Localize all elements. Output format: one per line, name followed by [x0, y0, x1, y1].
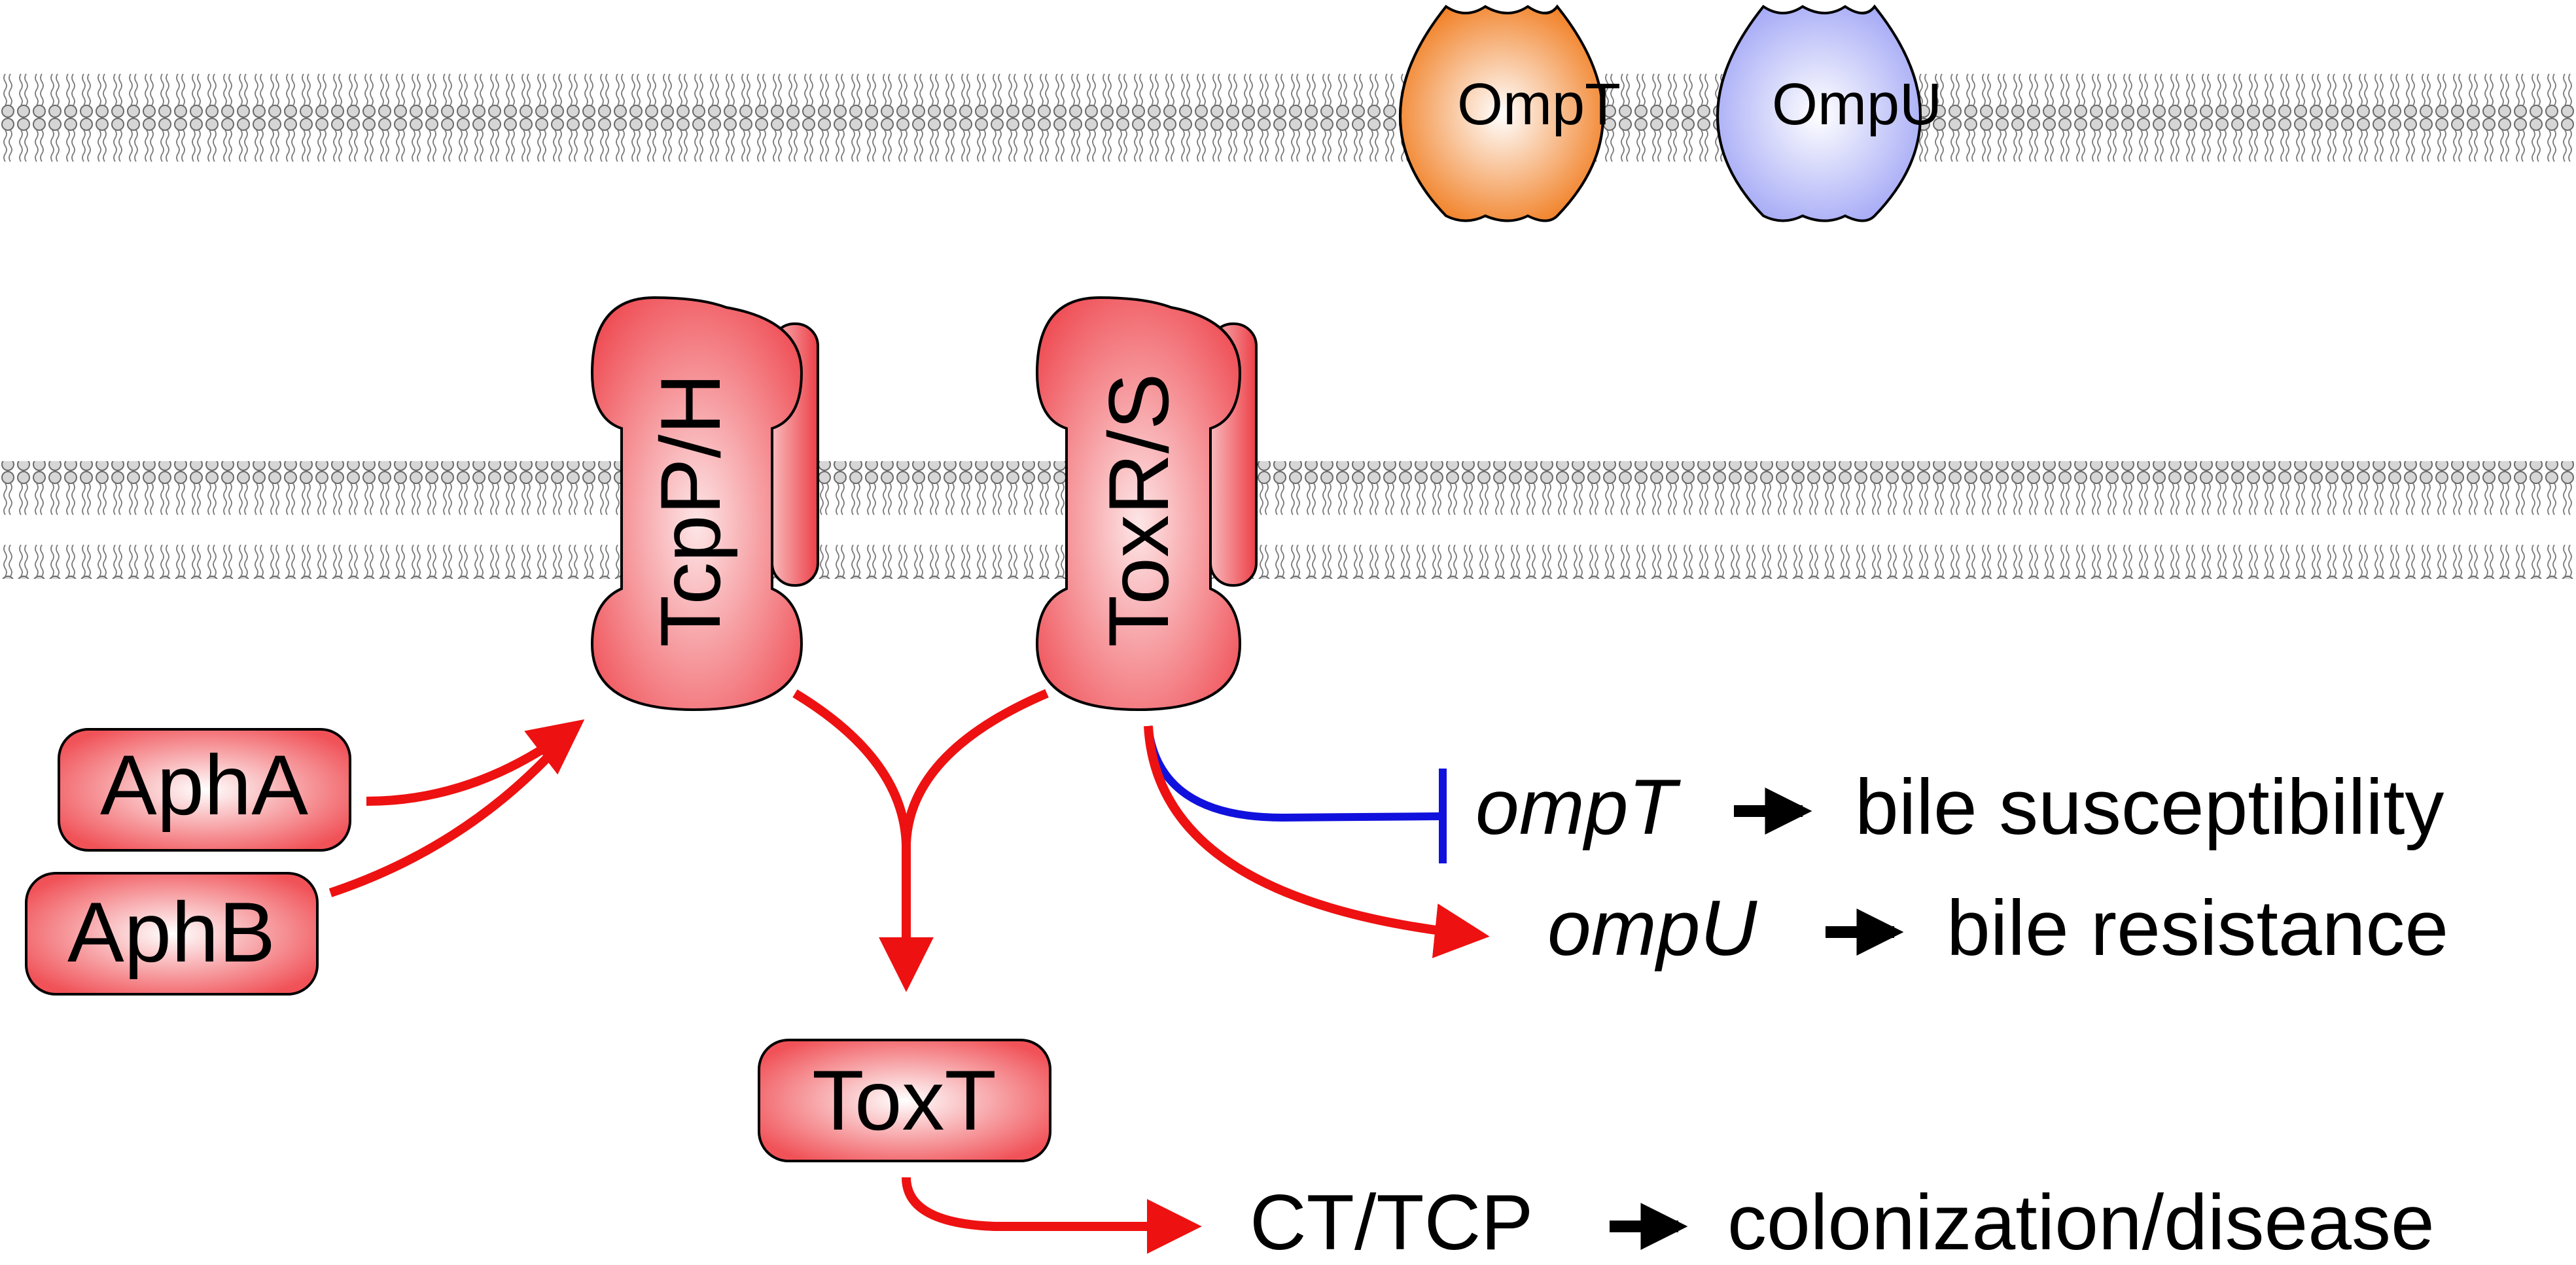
toxrs-complex: ToxR/S: [1035, 296, 1258, 712]
ompu-gene-label: ompU: [1547, 884, 1757, 972]
toxrs-label: ToxR/S: [1091, 373, 1186, 647]
toxrs-ompt-repression: [1144, 725, 1440, 822]
ompu-porin: OmpU: [1716, 4, 1942, 222]
inner-membrane: [0, 461, 2576, 579]
outer-membrane: [0, 46, 2576, 164]
apha-box: AphA: [58, 728, 351, 852]
aphb-to-tcpph-arrow: [328, 723, 580, 897]
apha-label: AphA: [100, 737, 308, 833]
cttcp-gene-label: CT/TCP: [1250, 1179, 1533, 1265]
cttcp-result-label: colonization/disease: [1727, 1179, 2435, 1265]
ompt-porin-label: OmpT: [1457, 72, 1621, 137]
tcpph-complex: TcpP/H: [590, 296, 819, 712]
aphb-label: AphB: [67, 884, 275, 980]
ompu-porin-label: OmpU: [1772, 72, 1942, 137]
aphb-box: AphB: [25, 872, 319, 996]
ompt-gene-label: ompT: [1475, 763, 1681, 851]
toxt-label: ToxT: [812, 1052, 997, 1148]
ompu-result-label: bile resistance: [1947, 884, 2448, 972]
toxt-box: ToxT: [758, 1039, 1051, 1162]
toxrs-to-toxt-line: [902, 689, 1049, 844]
toxt-to-cttcp-arrow: [902, 1177, 1202, 1254]
toxrs-to-ompu-arrow: [1144, 725, 1490, 958]
ompt-result-label: bile susceptibility: [1855, 763, 2444, 851]
ompt-porin: OmpT: [1399, 4, 1621, 222]
apha-to-tcpph-arrow: [366, 719, 585, 806]
tcpph-label: TcpP/H: [643, 373, 738, 647]
tcpph-to-toxt-arrow: [792, 689, 934, 992]
